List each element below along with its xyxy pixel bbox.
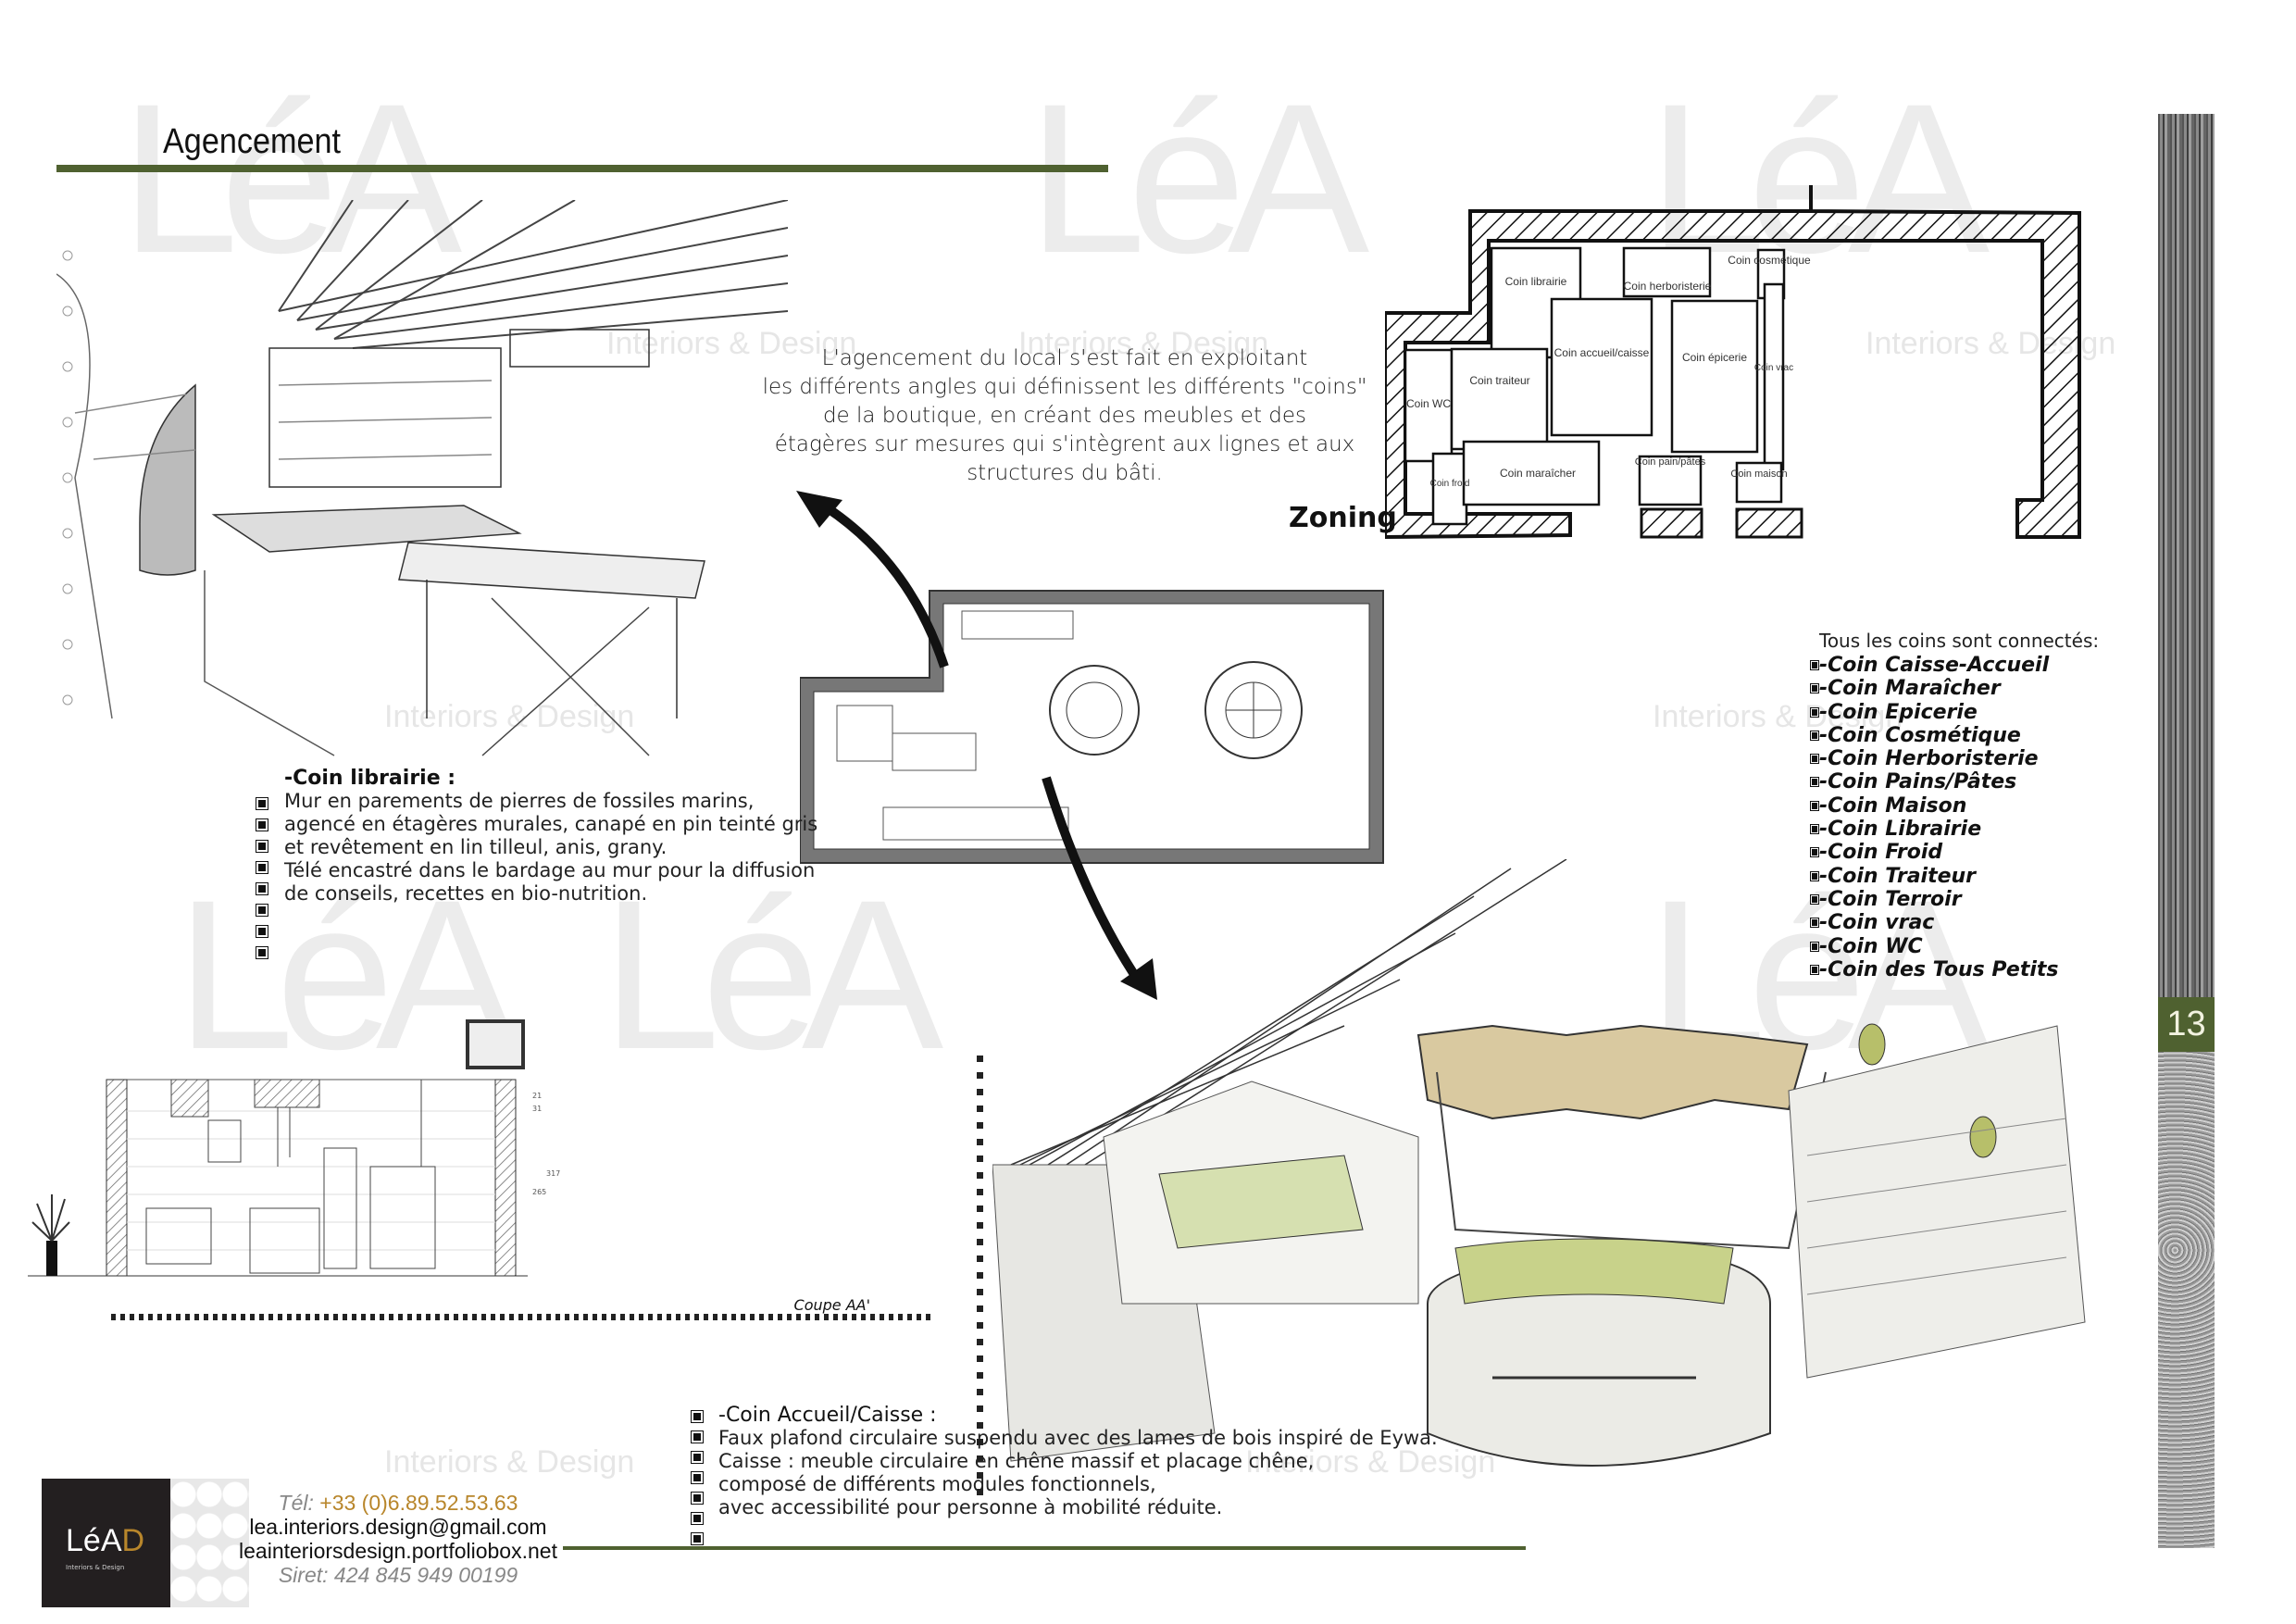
dimension-label: 317 [546, 1169, 560, 1178]
watermark-tagline: Interiors & Design [384, 1444, 635, 1480]
caisse-heading: -Coin Accueil/Caisse : [718, 1404, 937, 1427]
zoning-plan: Coin librairie Coin herboristerie Coin c… [1385, 185, 2081, 540]
phone-number: +33 (0)6.89.52.53.63 [319, 1491, 518, 1515]
caisse-line: Caisse : meuble circulaire en chêne mass… [718, 1450, 1315, 1472]
website: leainteriorsdesign.portfoliobox.net [239, 1539, 557, 1563]
coin-item: -Coin Herboristerie [1809, 747, 2099, 770]
coin-item: -Coin WC [1809, 935, 2099, 958]
zone-label: Coin traiteur [1469, 374, 1529, 387]
zone-label: Coin librairie [1505, 275, 1567, 288]
coin-item: -Coin Froid [1809, 841, 2099, 864]
zone-label: Coin pain/pâtes [1635, 456, 1706, 468]
zone-label: Coin froid [1430, 479, 1470, 489]
zone-label: Coin épicerie [1682, 351, 1747, 364]
librairie-line: Télé encastré dans le bardage au mur pou… [284, 859, 816, 881]
page-number: 13 [2158, 997, 2215, 1052]
stone-texture [2158, 1052, 2215, 1548]
email: lea.interiors.design@gmail.com [249, 1515, 547, 1539]
intro-text: L'agencement du local s'est fait en expl… [759, 344, 1370, 488]
zone-label: Coin herboristerie [1624, 280, 1712, 293]
contact-block: Tél: +33 (0)6.89.52.53.63 lea.interiors.… [222, 1491, 574, 1587]
coin-item: -Coin Terroir [1809, 888, 2099, 911]
bullet-column [256, 797, 268, 959]
zone-label: Coin maraîcher [1500, 467, 1576, 480]
siret: Siret: 424 845 949 00199 [278, 1563, 518, 1587]
zoning-label: Zoning [1289, 502, 1397, 534]
caisse-description: -Coin Accueil/Caisse : Faux plafond circ… [718, 1404, 1438, 1519]
intro-line: structures du bâti. [967, 461, 1163, 485]
zone-label: Coin WC [1406, 397, 1451, 410]
circle-pattern [170, 1479, 249, 1607]
librairie-sketch [56, 200, 788, 756]
coin-item: -Coin Maraîcher [1809, 677, 2099, 700]
coin-item: -Coin Caisse-Accueil [1809, 654, 2099, 677]
coin-item: -Coin Librairie [1809, 818, 2099, 841]
side-strip: 13 [2158, 114, 2215, 1548]
dimension-label: 265 [532, 1188, 546, 1196]
caisse-line: Faux plafond circulaire suspendu avec de… [718, 1427, 1438, 1449]
dimension-label: 21 [532, 1092, 542, 1100]
librairie-line: agencé en étagères murales, canapé en pi… [284, 813, 818, 835]
caisse-line: composé de différents modules fonctionne… [718, 1473, 1156, 1495]
section-label: Coupe AA' [793, 1296, 870, 1314]
logo-mark: LéAD [66, 1523, 145, 1558]
coin-item: -Coin vrac [1809, 911, 2099, 934]
footer-logo: LéAD Interiors & Design [42, 1479, 170, 1607]
arrows [796, 491, 1157, 1000]
intro-line: de la boutique, en créant des meubles et… [822, 404, 1307, 428]
intro-line: les différents angles qui définissent le… [762, 375, 1367, 399]
section-elevation: 21 31 265 317 [28, 1019, 560, 1277]
caisse-line: avec accessibilité pour personne à mobil… [718, 1496, 1223, 1518]
watermark-logo: LéA [1028, 59, 1369, 297]
dotted-divider-vertical [977, 1056, 983, 1500]
zone-label: Coin maison [1730, 468, 1787, 480]
page-title: Agencement [163, 122, 342, 161]
librairie-line: et revêtement en lin tilleul, anis, gran… [284, 836, 668, 858]
coin-item: -Coin Pains/Pâtes [1809, 770, 2099, 793]
intro-line: étagères sur mesures qui s'intègrent aux… [774, 432, 1355, 456]
logo-tagline: Interiors & Design [66, 1564, 125, 1571]
coin-item: -Coin Traiteur [1809, 865, 2099, 888]
coin-item: -Coin Cosmétique [1809, 724, 2099, 747]
zone-label: Coin accueil/caisse [1554, 346, 1650, 359]
coins-list: Tous les coins sont connectés: -Coin Cai… [1809, 630, 2100, 981]
coin-item: -Coin Maison [1809, 794, 2099, 818]
title-divider [56, 165, 1108, 172]
dotted-divider [111, 1314, 935, 1320]
tel-label: Tél: [278, 1491, 314, 1515]
zone-label: Coin vrac [1754, 363, 1793, 373]
dimension-label: 31 [532, 1105, 542, 1113]
caisse-render [992, 859, 2086, 1467]
librairie-description: -Coin librairie : Mur en parements de pi… [284, 767, 817, 906]
intro-line: L'agencement du local s'est fait en expl… [821, 346, 1308, 370]
bullet-column [691, 1410, 704, 1545]
coins-intro: Tous les coins sont connectés: [1819, 630, 2100, 652]
wood-texture [2158, 114, 2215, 997]
zone-label: Coin cosmétique [1728, 254, 1811, 267]
librairie-line: de conseils, recettes en bio-nutrition. [284, 882, 648, 905]
footer-divider [563, 1546, 1526, 1550]
librairie-line: Mur en parements de pierres de fossiles … [284, 790, 755, 812]
librairie-heading: -Coin librairie : [284, 767, 456, 790]
coin-item: -Coin Epicerie [1809, 701, 2099, 724]
coin-item: -Coin des Tous Petits [1809, 958, 2099, 981]
